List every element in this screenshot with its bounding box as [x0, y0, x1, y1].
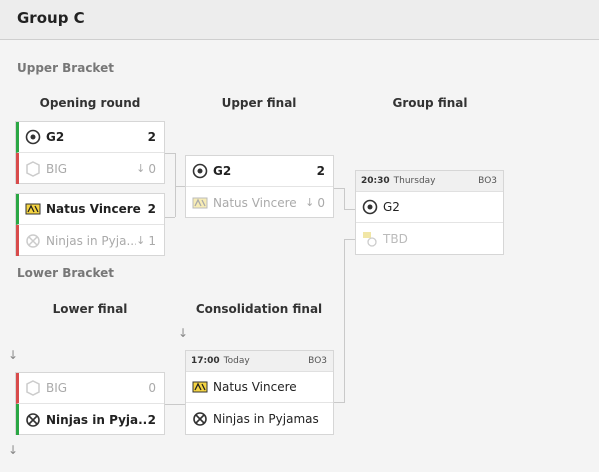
team-row[interactable]: Ninjas in Pyja... 2 [16, 404, 164, 435]
match-header: 20:30 Thursday BO3 [356, 171, 503, 192]
match-format: BO3 [308, 356, 327, 366]
match-header: 17:00 Today BO3 [186, 351, 333, 372]
match-day: Thursday [393, 176, 436, 186]
team-row[interactable]: Natus Vincere 2 [16, 194, 164, 225]
col-group-final: Group final [392, 96, 468, 110]
connector [344, 209, 355, 210]
g2-logo-icon [25, 129, 41, 145]
team-score: 2 [147, 130, 156, 144]
team-name: G2 [213, 164, 232, 178]
team-row[interactable]: G2 2 [186, 156, 333, 187]
down-arrow-icon: ↓ [8, 443, 19, 457]
team-name: G2 [383, 200, 400, 214]
down-arrow-icon: ↓ [178, 326, 189, 340]
team-row[interactable]: BIG ↓ 0 [16, 153, 164, 184]
match-group-final[interactable]: 20:30 Thursday BO3 G2 TBD [355, 170, 504, 255]
connector [334, 188, 344, 189]
team-name: Ninjas in Pyjamas [213, 411, 319, 426]
eliminated-arrow-icon: ↓ [136, 234, 146, 247]
match-consolidation-final[interactable]: 17:00 Today BO3 Natus Vincere Ninjas in … [185, 350, 334, 435]
upper-bracket-label: Upper Bracket [17, 61, 114, 75]
match-opening-1[interactable]: G2 2 BIG ↓ 0 [15, 121, 165, 184]
match-day: Today [223, 356, 250, 366]
team-score: 1 [148, 233, 156, 248]
team-row[interactable]: G2 2 [16, 122, 164, 153]
nip-logo-icon [25, 233, 41, 249]
team-score: 2 [147, 412, 156, 427]
connector [165, 404, 185, 405]
connector [344, 239, 345, 402]
eliminated-arrow-icon: ↓ [305, 196, 315, 209]
team-score: 0 [317, 195, 325, 210]
team-name: TBD [383, 231, 408, 246]
connector [175, 153, 176, 217]
team-name: Ninjas in Pyja... [46, 233, 137, 248]
team-score: 2 [147, 202, 156, 216]
page-title: Group C [17, 9, 85, 27]
connector [175, 186, 185, 187]
team-row[interactable]: G2 [356, 192, 503, 223]
connector [344, 188, 345, 210]
connector [334, 402, 345, 403]
navi-logo-icon [25, 201, 41, 217]
match-format: BO3 [478, 176, 497, 186]
g2-logo-icon [362, 199, 378, 215]
lower-bracket-label: Lower Bracket [17, 266, 115, 280]
team-row[interactable]: Ninjas in Pyjamas [186, 403, 333, 434]
match-lower-final[interactable]: BIG 0 Ninjas in Pyja... 2 [15, 372, 165, 435]
team-row[interactable]: Ninjas in Pyja... ↓ 1 [16, 225, 164, 256]
connector [165, 217, 175, 218]
connector [344, 239, 355, 240]
group-header: Group C [0, 0, 599, 40]
team-score: 0 [148, 381, 156, 395]
match-time: 17:00 [191, 356, 220, 366]
team-row[interactable]: Natus Vincere ↓ 0 [186, 187, 333, 218]
nip-logo-icon [25, 412, 41, 428]
team-row[interactable]: BIG 0 [16, 373, 164, 404]
g2-logo-icon [192, 163, 208, 179]
team-name: G2 [46, 130, 65, 144]
col-upper-final: Upper final [221, 96, 297, 110]
eliminated-arrow-icon: ↓ [136, 162, 146, 175]
match-opening-2[interactable]: Natus Vincere 2 Ninjas in Pyja... ↓ 1 [15, 193, 165, 256]
match-time: 20:30 [361, 176, 390, 186]
nip-logo-icon [192, 411, 208, 427]
big-logo-icon [25, 380, 41, 396]
navi-logo-icon [192, 195, 208, 211]
team-name: Natus Vincere [213, 195, 297, 210]
col-opening-round: Opening round [39, 96, 141, 110]
col-lower-final: Lower final [52, 302, 128, 316]
team-name: Natus Vincere [213, 380, 297, 394]
navi-logo-icon [192, 379, 208, 395]
tbd-logo-icon [362, 231, 378, 247]
team-name: Natus Vincere [46, 202, 141, 216]
down-arrow-icon: ↓ [8, 348, 19, 362]
match-upper-final[interactable]: G2 2 Natus Vincere ↓ 0 [185, 155, 334, 218]
team-name: BIG [46, 161, 68, 176]
team-row[interactable]: TBD [356, 223, 503, 254]
team-name: BIG [46, 381, 68, 395]
team-name: Ninjas in Pyja... [46, 412, 148, 427]
team-score: 2 [316, 164, 325, 178]
connector [165, 153, 175, 154]
col-consolidation-final: Consolidation final [195, 302, 323, 316]
team-score: 0 [148, 161, 156, 176]
team-row[interactable]: Natus Vincere [186, 372, 333, 403]
big-logo-icon [25, 160, 41, 177]
